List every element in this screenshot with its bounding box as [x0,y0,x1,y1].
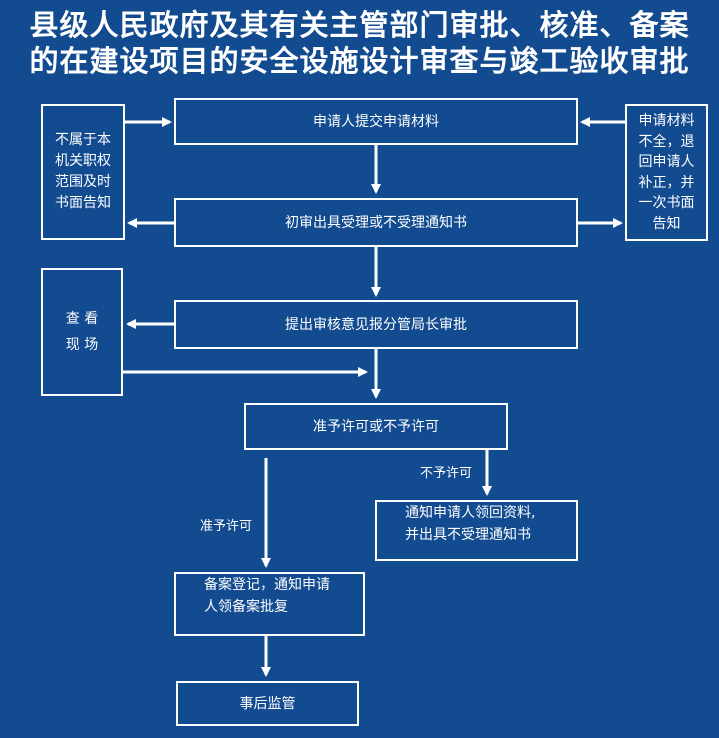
notice-left-line: 范围及时 [55,174,111,190]
notice-right-line: 回申请人 [638,154,695,170]
record-registration-line: 备案登记，通知申请 [204,577,330,593]
review-approval-node: 提出审核意见报分管局长审批 [174,300,578,349]
submit-application-label: 申请人提交申请材料 [313,113,439,130]
permit-decision-label: 准予许可或不予许可 [313,418,439,435]
record-registration-line: 人领备案批复 [204,599,288,615]
notice-right-line: 告知 [652,215,681,232]
acceptance-notice-node: 初审出具受理或不受理通知书 [174,198,578,247]
notice-left-line: 不属于本 [55,132,111,148]
approve-permit-edge-label: 准予许可 [200,519,253,534]
diagram-title-line2: 的在建设项目的安全设施设计审查与竣工验收审批 [29,44,690,78]
record-registration-node: 备案登记，通知申请 人领备案批复 [174,572,365,636]
notice-right-line: 申请材料 [638,113,695,129]
rejection-notice-line: 通知申请人领回资料, [405,505,536,521]
site-inspection-line: 查 看 [65,311,99,327]
review-approval-label: 提出审核意见报分管局长审批 [285,316,467,333]
post-supervision-node: 事后监管 [176,681,359,726]
site-inspection-line: 现 场 [65,337,99,353]
notice-left-line: 书面告知 [55,195,111,211]
diagram-title-line1: 县级人民政府及其有关主管部门审批、核准、备案 [29,8,690,42]
notice-right-line: 不全，退 [638,133,695,150]
notice-right-line: 补正，并 [638,174,695,191]
acceptance-notice-label: 初审出具受理或不受理通知书 [285,214,467,231]
notice-left-line: 机关职权 [55,153,111,169]
site-inspection-node: 查 看 现 场 [41,268,123,396]
post-supervision-label: 事后监管 [239,695,296,712]
rejection-notice-line: 并出具不受理通知书 [405,527,531,543]
out-of-jurisdiction-notice-node: 不属于本 机关职权 范围及时 书面告知 [41,104,125,240]
permit-decision-node: 准予许可或不予许可 [244,403,508,450]
incomplete-materials-notice-node: 申请材料 不全，退 回申请人 补正，并 一次书面 告知 [625,104,708,241]
submit-application-node: 申请人提交申请材料 [174,98,578,145]
deny-permit-edge-label: 不予许可 [420,466,473,481]
notice-right-line: 一次书面 [638,195,695,211]
rejection-notice-node: 通知申请人领回资料, 并出具不受理通知书 [375,500,578,561]
